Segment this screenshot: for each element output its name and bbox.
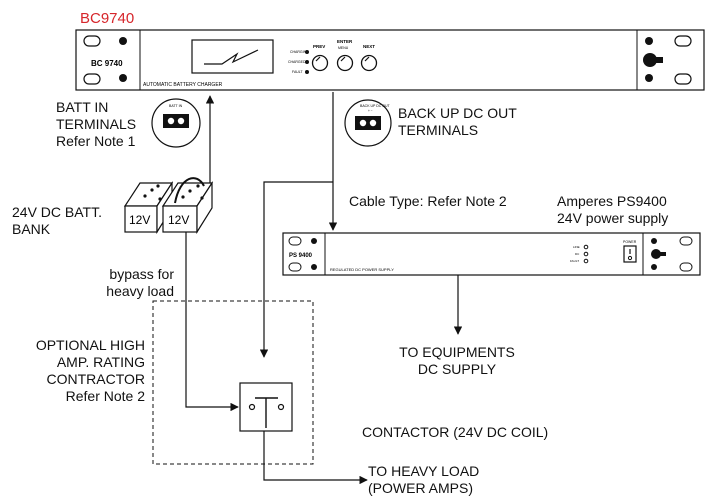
bypass-label: bypass for heavy load	[88, 266, 174, 300]
charger-caption-text: AUTOMATIC BATTERY CHARGER	[143, 82, 223, 88]
equipments-line1: TO EQUIPMENTS	[399, 344, 515, 360]
contactor-symbol	[239, 382, 293, 432]
screw-icon	[651, 238, 657, 244]
indicator-label-charging: CHARGING	[290, 50, 309, 54]
psu-indicator-line: LINE	[573, 245, 580, 249]
mount-slot-icon	[679, 236, 693, 246]
batt-in-line2: TERMINALS	[56, 116, 137, 132]
equipments-line2: DC SUPPLY	[417, 361, 497, 377]
next-button	[360, 54, 378, 72]
svg-text:BACK UP DC OUT: BACK UP DC OUT	[360, 104, 391, 108]
mount-slot-icon	[83, 35, 101, 47]
screw-icon	[645, 74, 653, 82]
optional-line2: AMP. RATING	[56, 354, 145, 370]
heavy-load-line2: (POWER AMPS)	[368, 480, 474, 496]
psu-model-text: PS 9400	[289, 253, 313, 259]
screw-icon	[119, 37, 127, 45]
optional-line3: CONTRACTOR	[46, 371, 145, 387]
mount-slot-icon	[679, 262, 693, 272]
led-icon	[305, 50, 309, 54]
optional-contactor-label: OPTIONAL HIGH AMP. RATING CONTRACTOR Ref…	[10, 337, 145, 405]
led-icon	[305, 70, 309, 74]
prev-button	[311, 54, 329, 72]
power-knob-icon	[643, 53, 657, 67]
screw-icon	[651, 264, 657, 270]
heavy-load-line1: TO HEAVY LOAD	[368, 463, 480, 479]
psu-label-line1: Amperes PS9400	[557, 193, 667, 209]
bypass-line2: heavy load	[106, 283, 174, 299]
indicator-label-charged: CHARGED	[288, 60, 306, 64]
psu-label: Amperes PS9400 24V power supply	[557, 193, 668, 227]
battery-label-line2: BANK	[12, 221, 51, 237]
screw-icon	[311, 238, 317, 244]
backup-line2: TERMINALS	[398, 122, 479, 138]
battery-label-line1: 24V DC BATT.	[12, 204, 102, 220]
bypass-line1: bypass for	[109, 266, 174, 282]
batt-in-label: BATT IN TERMINALS Refer Note 1	[56, 99, 136, 150]
optional-line4: Refer Note 2	[65, 388, 145, 404]
screw-icon	[645, 37, 653, 45]
backup-label: BACK UP DC OUT TERMINALS	[398, 105, 517, 139]
cable-type-label: Cable Type: Refer Note 2	[349, 193, 507, 209]
menu-label: MENU	[338, 46, 349, 50]
backup-terminal: BACK UP DC OUT + −	[344, 99, 392, 147]
power-supply-unit: PS 9400 REGULATED DC POWER SUPPLY LINE D…	[282, 232, 701, 276]
display-trace-icon	[204, 49, 259, 65]
led-icon	[583, 251, 589, 257]
optional-line1: OPTIONAL HIGH	[35, 337, 145, 353]
next-label: NEXT	[363, 44, 375, 49]
svg-text:+ −: + −	[368, 109, 373, 113]
mount-slot-icon	[288, 236, 302, 246]
power-knob-icon	[651, 249, 661, 259]
batt-in-terminal: BATT IN	[151, 98, 201, 148]
psu-power-label: POWER	[623, 240, 637, 244]
psu-caption-text: REGULATED DC POWER SUPPLY	[330, 267, 394, 272]
charger-unit: BC 9740 AUTOMATIC BATTERY CHARGER CHARGI…	[75, 29, 705, 91]
optional-contactor-box	[152, 300, 314, 465]
led-icon	[583, 258, 589, 264]
battery-cell-label: 12V	[129, 213, 150, 227]
svg-text:BATT IN: BATT IN	[169, 104, 183, 108]
battery-bank: 12V 12V	[123, 177, 214, 235]
mount-slot-icon	[674, 35, 692, 47]
led-icon	[305, 60, 309, 64]
batt-in-line1: BATT IN	[56, 99, 109, 115]
led-icon	[583, 244, 589, 250]
mount-slot-icon	[674, 73, 692, 85]
charger-model-text: BC 9740	[91, 59, 123, 68]
indicator-label-fault: FAULT	[292, 70, 303, 74]
wiring	[185, 92, 463, 485]
equipments-label: TO EQUIPMENTS DC SUPPLY	[372, 344, 542, 378]
battery-bank-label: 24V DC BATT. BANK	[12, 204, 102, 238]
diagram-title: BC9740	[80, 10, 135, 27]
contactor-label: CONTACTOR (24V DC COIL)	[362, 424, 549, 440]
prev-label: PREV	[313, 44, 325, 49]
psu-label-line2: 24V power supply	[557, 210, 669, 226]
mount-slot-icon	[83, 73, 101, 85]
backup-line1: BACK UP DC OUT	[398, 105, 517, 121]
enter-button	[336, 54, 354, 72]
psu-indicator-dc: DC	[575, 252, 580, 256]
mount-slot-icon	[288, 262, 302, 272]
batt-in-line3: Refer Note 1	[56, 133, 136, 149]
enter-label: ENTER	[337, 39, 353, 44]
heavy-load-label: TO HEAVY LOAD (POWER AMPS)	[368, 463, 479, 497]
psu-indicator-fault: FAULT	[570, 259, 579, 263]
battery-cell-label: 12V	[168, 213, 189, 227]
screw-icon	[311, 264, 317, 270]
screw-icon	[119, 74, 127, 82]
